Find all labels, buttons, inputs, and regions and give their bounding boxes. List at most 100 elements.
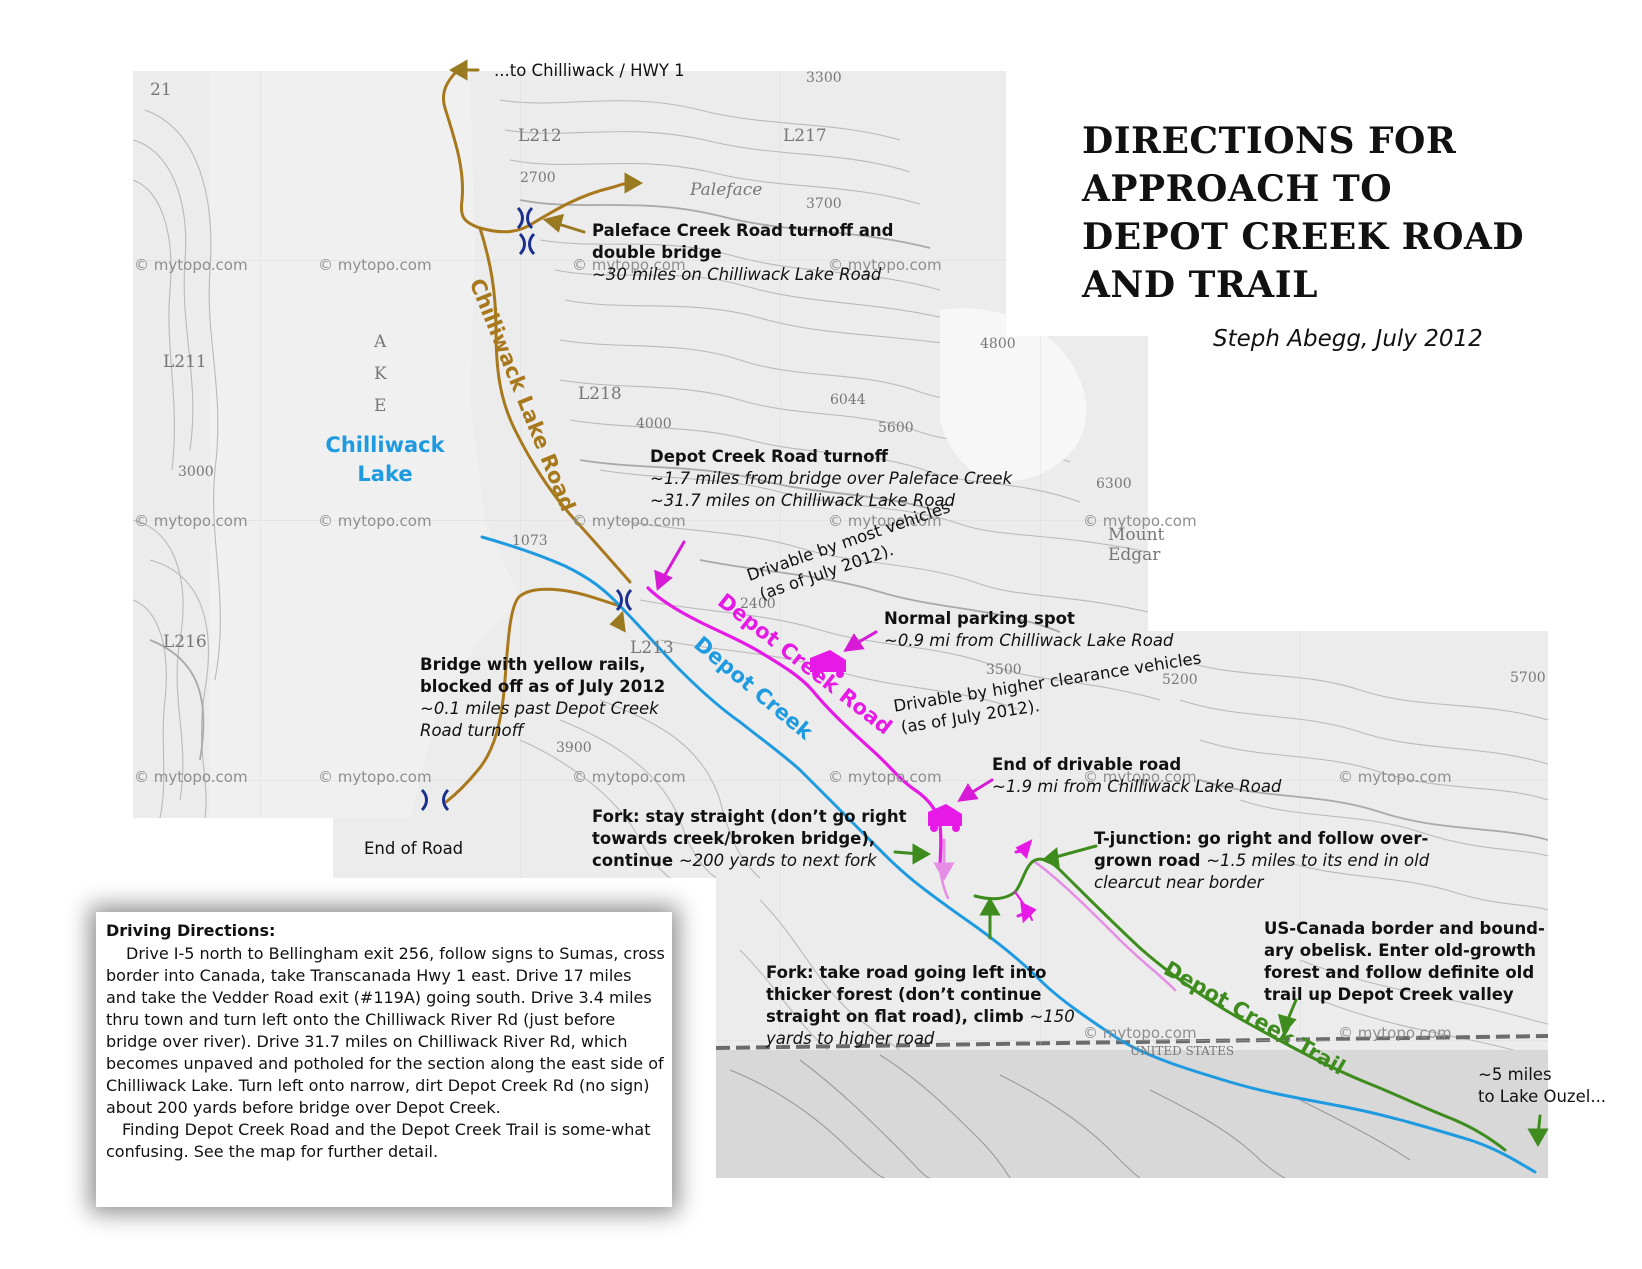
annotation-line: towards creek/broken bridge), xyxy=(592,829,876,848)
united-states-label: UNITED STATES xyxy=(1130,1044,1235,1058)
topo-label: 3000 xyxy=(178,464,214,480)
fork1-annotation: Fork: stay straight (don’t go right towa… xyxy=(592,806,907,872)
watermark: © mytopo.com xyxy=(134,512,248,530)
directions-paragraph: Drive I-5 north to Bellingham exit 256, … xyxy=(106,944,665,1117)
paleface-double-bridge-icon xyxy=(516,206,536,256)
watermark: © mytopo.com xyxy=(572,512,686,530)
annotation-line: Depot Creek Road turnoff xyxy=(650,447,888,466)
watermark: © mytopo.com xyxy=(1083,512,1197,530)
annotation-line: Fork: take road going left into xyxy=(766,963,1047,982)
topo-label: 4000 xyxy=(636,416,672,432)
watermark: © mytopo.com xyxy=(318,256,432,274)
watermark: © mytopo.com xyxy=(828,256,942,274)
watermark: © mytopo.com xyxy=(1083,768,1197,786)
topo-label: L211 xyxy=(163,352,207,372)
end-of-road-bridge-icon xyxy=(420,788,450,812)
topo-label: Paleface xyxy=(690,180,763,200)
pointer-arrows xyxy=(448,59,1549,1148)
annotation-line: blocked off as of July 2012 xyxy=(420,677,666,696)
watermark: © mytopo.com xyxy=(318,512,432,530)
directions-body: Drive I-5 north to Bellingham exit 256, … xyxy=(106,943,666,1163)
mount-edgar-line: Mount xyxy=(1108,525,1165,545)
lake-ouzel-annotation: ~5 miles to Lake Ouzel... xyxy=(1478,1064,1606,1108)
watermark: © mytopo.com xyxy=(134,768,248,786)
end-road-car-icon xyxy=(928,804,962,832)
annotation-line: ~31.7 miles on Chilliwack Lake Road xyxy=(650,491,956,510)
watermark: © mytopo.com xyxy=(1338,768,1452,786)
annotation-line: to Lake Ouzel... xyxy=(1478,1087,1607,1106)
lake-letter: K xyxy=(374,364,387,384)
topo-label: 5600 xyxy=(878,420,914,436)
topo-label: L212 xyxy=(518,126,562,146)
lake-label-line: Lake xyxy=(357,462,413,486)
lake-label-line: Chilliwack xyxy=(325,433,445,457)
topo-label: 3700 xyxy=(806,196,842,212)
annotation-line: ~1.9 mi from Chilliwack Lake Road xyxy=(992,777,1282,796)
car-icons xyxy=(810,650,962,832)
watermark: © mytopo.com xyxy=(572,768,686,786)
topo-label: 6300 xyxy=(1096,476,1132,492)
annotation-line: Road turnoff xyxy=(420,721,524,740)
annotation-line: ~150 xyxy=(1029,1007,1075,1026)
annotation-line: Normal parking spot xyxy=(884,609,1075,628)
annotation-line: End of drivable road xyxy=(992,755,1182,774)
topo-label: L217 xyxy=(783,126,827,146)
end-of-road-label: End of Road xyxy=(364,839,464,858)
watermark: © mytopo.com xyxy=(1338,1024,1452,1042)
page-title-line: DEPOT CREEK ROAD xyxy=(1082,216,1525,258)
annotation-line: ~5 miles xyxy=(1478,1065,1552,1084)
lake-letter: E xyxy=(374,396,387,416)
topo-label: 4800 xyxy=(980,336,1016,352)
end-drivable-annotation: End of drivable road ~1.9 mi from Chilli… xyxy=(992,754,1281,798)
directions-paragraph: Finding Depot Creek Road and the Depot C… xyxy=(106,1120,651,1161)
topo-label: 3500 xyxy=(986,662,1022,678)
annotation-line: ~0.1 miles past Depot Creek xyxy=(420,699,659,718)
bridge-annotation: Bridge with yellow rails, blocked off as… xyxy=(420,654,665,742)
topo-label: L213 xyxy=(630,638,674,658)
annotation-line: ary obelisk. Enter old-growth xyxy=(1264,941,1537,960)
mount-edgar-line: Edgar xyxy=(1108,545,1161,565)
topo-label: L218 xyxy=(578,384,622,404)
mount-edgar-label: Mount Edgar xyxy=(1108,525,1164,565)
topo-label: 21 xyxy=(150,80,172,100)
annotation-line: double bridge xyxy=(592,243,722,262)
border-annotation: US-Canada border and bound- ary obelisk.… xyxy=(1264,918,1545,1006)
topo-label: 2700 xyxy=(520,170,556,186)
chilliwack-lake-label: Chilliwack Lake xyxy=(310,431,460,489)
topo-label: L216 xyxy=(163,632,207,652)
annotation-line: grown road xyxy=(1094,851,1207,870)
annotation-line: Fork: stay straight (don’t go right xyxy=(592,807,907,826)
topo-label: 2400 xyxy=(740,596,776,612)
annotation-line: ~1.7 miles from bridge over Paleface Cre… xyxy=(650,469,1013,488)
author-credit: Steph Abegg, July 2012 xyxy=(1213,326,1483,352)
watermark: © mytopo.com xyxy=(134,256,248,274)
annotation-line: Paleface Creek Road turnoff and xyxy=(592,221,894,240)
watermark: © mytopo.com xyxy=(828,768,942,786)
parking-car-icon xyxy=(810,650,846,678)
topo-label: 5700 xyxy=(1510,670,1546,686)
annotation-line: yards to higher road xyxy=(766,1029,935,1048)
annotation-line: T-junction: go right and follow over- xyxy=(1094,829,1429,848)
yellow-rail-bridge-icon xyxy=(615,588,633,612)
page-title-line: AND TRAIL xyxy=(1082,264,1318,306)
watermark: © mytopo.com xyxy=(828,512,942,530)
parking-annotation: Normal parking spot ~0.9 mi from Chilliw… xyxy=(884,608,1173,652)
watermark: © mytopo.com xyxy=(572,256,686,274)
annotation-line: US-Canada border and bound- xyxy=(1264,919,1545,938)
annotation-line: continue xyxy=(592,851,679,870)
topo-label: 6044 xyxy=(830,392,866,408)
paleface-annotation: Paleface Creek Road turnoff and double b… xyxy=(592,220,893,286)
topo-label: 1073 xyxy=(512,533,548,549)
watermark: © mytopo.com xyxy=(1083,1024,1197,1042)
annotation-line: straight on flat road), climb xyxy=(766,1007,1030,1026)
lake-letter: A xyxy=(374,332,387,352)
topo-label: 3900 xyxy=(556,740,592,756)
watermark: © mytopo.com xyxy=(318,768,432,786)
annotation-line: trail up Depot Creek valley xyxy=(1264,985,1514,1004)
annotation-line: Bridge with yellow rails, xyxy=(420,655,646,674)
topo-label: 3300 xyxy=(806,70,842,86)
directions-heading: Driving Directions: xyxy=(106,921,276,940)
page-title-line: DIRECTIONS FOR xyxy=(1082,120,1457,162)
annotation-line: ~30 miles on Chilliwack Lake Road xyxy=(592,265,882,284)
